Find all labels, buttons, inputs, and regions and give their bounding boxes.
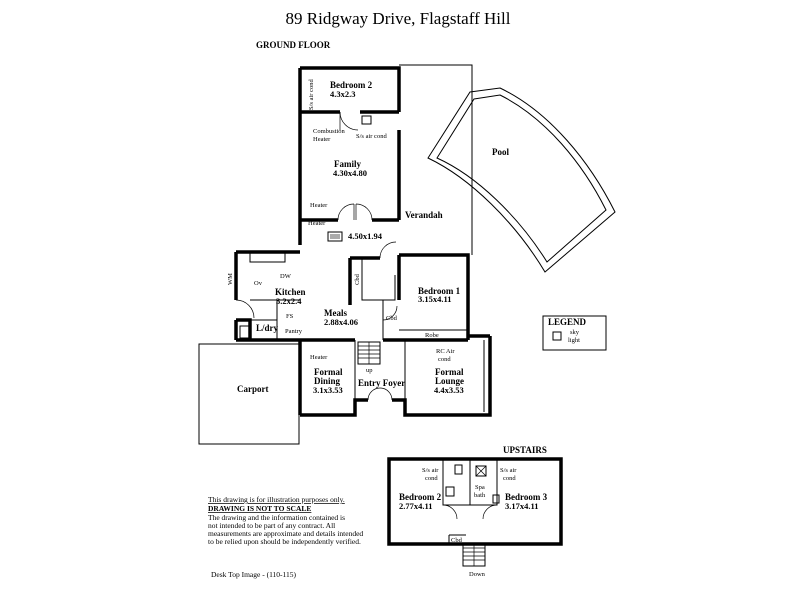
disclaimer-line-2: DRAWING IS NOT TO SCALE [208,504,311,513]
up-bedroom3-name: Bedroom 3 [505,492,548,502]
legend: LEGEND sky light [542,315,607,351]
meals-name: Meals [324,308,347,318]
up-label: up [366,367,373,374]
kitchen-name: Kitchen [275,287,306,297]
up-bed2-aircon-1: S/s air [422,467,439,474]
up-bed2-aircon-2: cond [425,475,438,482]
combustion-label: Combustion [313,128,346,135]
dw-label: DW [280,273,292,280]
pool-outline [427,87,616,273]
pool-inner-outline [436,94,607,263]
upstairs-walls [387,457,563,567]
heater-family-2: Heater [308,220,326,227]
entry-foyer-name: Entry Foyer [358,378,405,388]
disclaimer-line-3: The drawing and the information containe… [208,513,345,522]
rc-aircon-2: cond [438,356,451,363]
pantry-label: Pantry [285,328,303,335]
upstairs-heading: UPSTAIRS [503,445,547,455]
footer-text: Desk Top Image - (110-115) [211,570,297,579]
skylight-icon [361,115,372,125]
lounge-dims: 4.4x3.53 [434,385,464,395]
disclaimer-line-5: measurements are approximate and details… [208,529,363,538]
skylight-legend-icon [552,331,562,341]
meals-dims: 2.88x4.06 [324,317,358,327]
disclaimer-line-1: This drawing is for illustration purpose… [208,495,345,504]
heater-family-1: Heater [310,202,328,209]
carport-outline [198,343,300,445]
up-bed3-aircon-1: S/s air [500,467,517,474]
pool-name: Pool [492,147,509,157]
down-label: Down [469,571,486,578]
disclaimer-line-4: not intended to be part of any contract.… [208,521,335,530]
heater-dining: Heater [310,354,328,361]
plan-title: 89 Ridgway Drive, Flagstaff Hill [286,9,511,28]
bedroom2-dims: 4.3x2.3 [330,89,356,99]
bedroom2-aircon: S/s air cond [308,79,315,110]
dining-name-2: Dining [314,376,341,386]
lounge-name-2: Lounge [435,376,464,386]
ground-floor-heading: GROUND FLOOR [256,40,331,50]
cbd-hall-label: Cbd [354,273,361,285]
robe-label: Robe [425,332,439,339]
laundry-name: L/dry [256,323,279,333]
legend-item-2: light [568,337,580,344]
spa-label-1: Spa [475,484,485,491]
family-name: Family [334,159,361,169]
cbd-bed1-label: Cbd [386,315,398,322]
spa-label-2: bath [474,492,486,499]
disclaimer-line-6: to be relied upon should be independentl… [208,537,361,546]
combustion-heater-label: Heater [313,136,331,143]
bedroom2-name: Bedroom 2 [330,80,373,90]
dining-name-1: Formal [314,367,343,377]
verandah-name: Verandah [405,210,443,220]
up-bedroom3-dims: 3.17x4.11 [505,501,539,511]
bedroom1-name: Bedroom 1 [418,286,461,296]
up-bedroom2-name: Bedroom 2 [399,492,442,502]
up-bed3-aircon-2: cond [503,475,516,482]
up-cbd-label: Cbd [451,537,463,544]
lounge-name-1: Formal [435,367,464,377]
dining-dims: 3.1x3.53 [313,385,343,395]
wm-label: WM [227,273,234,285]
skylight-icon [327,231,343,242]
family-dims: 4.30x4.80 [333,168,367,178]
ground-floor-walls [234,64,492,417]
kitchen-dims: 3.2x2.4 [276,296,302,306]
ov-label: Ov [254,280,263,287]
carport-name: Carport [237,384,269,394]
fs-label: FS [286,313,294,320]
family-aircon: S/s air cond [356,133,387,140]
legend-item-1: sky [570,329,580,336]
stairs-ground [357,341,381,365]
up-bedroom2-dims: 2.77x4.11 [399,501,433,511]
legend-heading: LEGEND [548,317,587,327]
hall-dims: 4.50x1.94 [348,231,383,241]
doors [235,111,398,401]
bedroom1-dims: 3.15x4.11 [418,294,452,304]
rc-aircon-1: RC Air [436,348,455,355]
